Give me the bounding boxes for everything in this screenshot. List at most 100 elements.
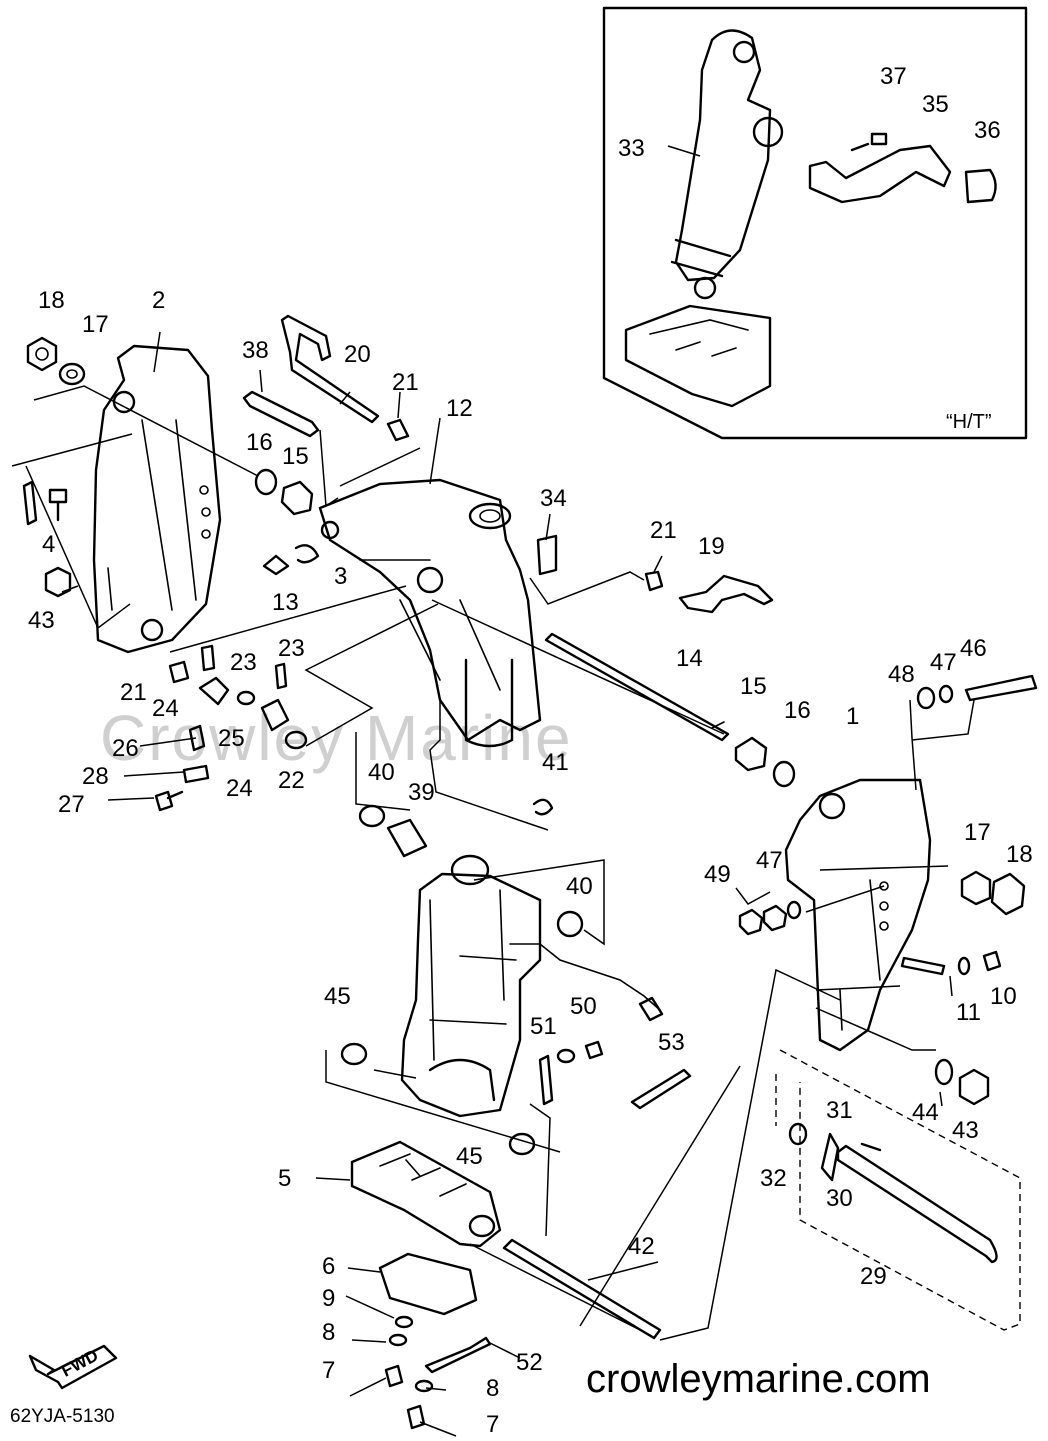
bolt-21-top	[386, 418, 410, 442]
callout-20: 20	[344, 341, 371, 368]
terminal-left	[22, 480, 38, 526]
callout-40-b: 40	[566, 873, 593, 900]
washer-47-a	[938, 684, 954, 704]
callout-23-a: 23	[230, 649, 257, 676]
rod-20	[280, 314, 380, 424]
callout-47-b: 47	[756, 847, 783, 874]
callout-18-left: 18	[38, 287, 65, 314]
callout-48: 48	[888, 661, 915, 688]
power-trim-tilt-unit	[400, 854, 664, 1118]
grease-nipple-13	[262, 554, 290, 576]
screw-37	[850, 132, 888, 152]
callout-33: 33	[618, 135, 645, 162]
shaft-42	[502, 1238, 662, 1340]
wire-lead	[538, 1054, 554, 1106]
washer-44	[934, 1058, 954, 1086]
ht-inset-box: “H/T”	[602, 6, 1028, 440]
stopper-6	[378, 1252, 478, 1316]
watermark: Crowley Marine	[100, 702, 573, 774]
callout-37: 37	[880, 63, 907, 90]
tilt-cylinder-33	[670, 29, 784, 300]
website-url: crowleymarine.com	[586, 1357, 931, 1401]
nut-43-left	[44, 566, 72, 598]
bolt-4	[48, 488, 68, 522]
callout-10: 10	[990, 983, 1017, 1010]
bushing-45-a	[340, 1042, 368, 1066]
callout-24-a: 24	[152, 695, 179, 722]
callout-26: 26	[112, 735, 139, 762]
callout-13: 13	[272, 589, 299, 616]
callout-5: 5	[278, 1165, 291, 1192]
bushing-40-a	[358, 804, 386, 828]
fwd-arrow: FWD	[28, 1344, 118, 1390]
bushing-17-left	[58, 362, 86, 386]
bolt-21-right	[644, 570, 664, 592]
bushing-15-left	[280, 480, 314, 516]
tilt-lock-group-29	[775, 1049, 1021, 1331]
nut-18-right	[990, 872, 1026, 916]
pin-23-a	[200, 644, 216, 672]
callout-16-left: 16	[246, 429, 273, 456]
callout-21-right: 21	[650, 517, 677, 544]
callout-52: 52	[516, 1349, 543, 1376]
callout-50: 50	[570, 993, 597, 1020]
inset-bracket	[624, 304, 772, 408]
nut-43-right	[958, 1068, 990, 1106]
callout-8-b: 8	[486, 1375, 499, 1402]
callouts: 18 17 2 4 43 38 20 21 12 16 15 3 13 34 3…	[28, 63, 1033, 1438]
clip-41	[532, 798, 554, 816]
plate-28	[182, 764, 210, 784]
washer-9	[394, 1315, 414, 1329]
bushing-17-right	[960, 870, 992, 906]
pin-26	[188, 724, 206, 752]
nut-18-left	[26, 336, 58, 372]
callout-15-left: 15	[282, 443, 309, 470]
callout-1: 1	[846, 703, 859, 730]
callout-9: 9	[322, 1285, 335, 1312]
washer-48	[916, 686, 936, 710]
callout-45-b: 45	[456, 1143, 483, 1170]
callout-21-lower: 21	[120, 679, 147, 706]
callout-8-a: 8	[322, 1319, 335, 1346]
washer-8-a	[388, 1333, 408, 1347]
swivel-bracket-12	[318, 478, 542, 748]
callout-6: 6	[322, 1253, 335, 1280]
callout-35: 35	[922, 91, 949, 118]
callout-19: 19	[698, 533, 725, 560]
callout-46: 46	[960, 635, 987, 662]
grease-10	[982, 950, 1002, 972]
callout-51: 51	[530, 1013, 557, 1040]
callout-25: 25	[218, 725, 245, 752]
callout-47-a: 47	[930, 649, 957, 676]
callout-7-a: 7	[322, 1357, 335, 1384]
bracket-24-b	[260, 698, 290, 732]
callout-45-a: 45	[324, 983, 351, 1010]
bolt-27	[154, 790, 184, 812]
inset-label: “H/T”	[946, 411, 992, 433]
clamp-bracket-right-1	[784, 778, 932, 1052]
nut-49-a	[738, 908, 764, 936]
screw-50	[584, 1040, 604, 1060]
bolt-21-lower	[168, 660, 190, 684]
lower-bracket-5	[350, 1140, 502, 1248]
bolt-7-b	[406, 1404, 426, 1430]
callout-18-right: 18	[1006, 841, 1033, 868]
cable-tie-53	[630, 1068, 692, 1110]
diagram-code: 62YJA-5130	[10, 1406, 115, 1427]
callout-32: 32	[760, 1165, 787, 1192]
plate-30	[820, 1132, 840, 1182]
callout-29: 29	[860, 1263, 887, 1290]
callout-24-b: 24	[226, 775, 253, 802]
callout-36: 36	[974, 117, 1001, 144]
callout-22: 22	[278, 767, 305, 794]
leader-lines	[11, 145, 975, 1437]
bushing-40-b	[556, 910, 584, 938]
callout-21-top: 21	[392, 369, 419, 396]
clip-11	[957, 956, 971, 976]
washer-16-left	[254, 468, 278, 496]
callout-43-right: 43	[952, 1117, 979, 1144]
callout-3: 3	[334, 563, 347, 590]
callout-15-right: 15	[740, 673, 767, 700]
callout-39: 39	[408, 779, 435, 806]
